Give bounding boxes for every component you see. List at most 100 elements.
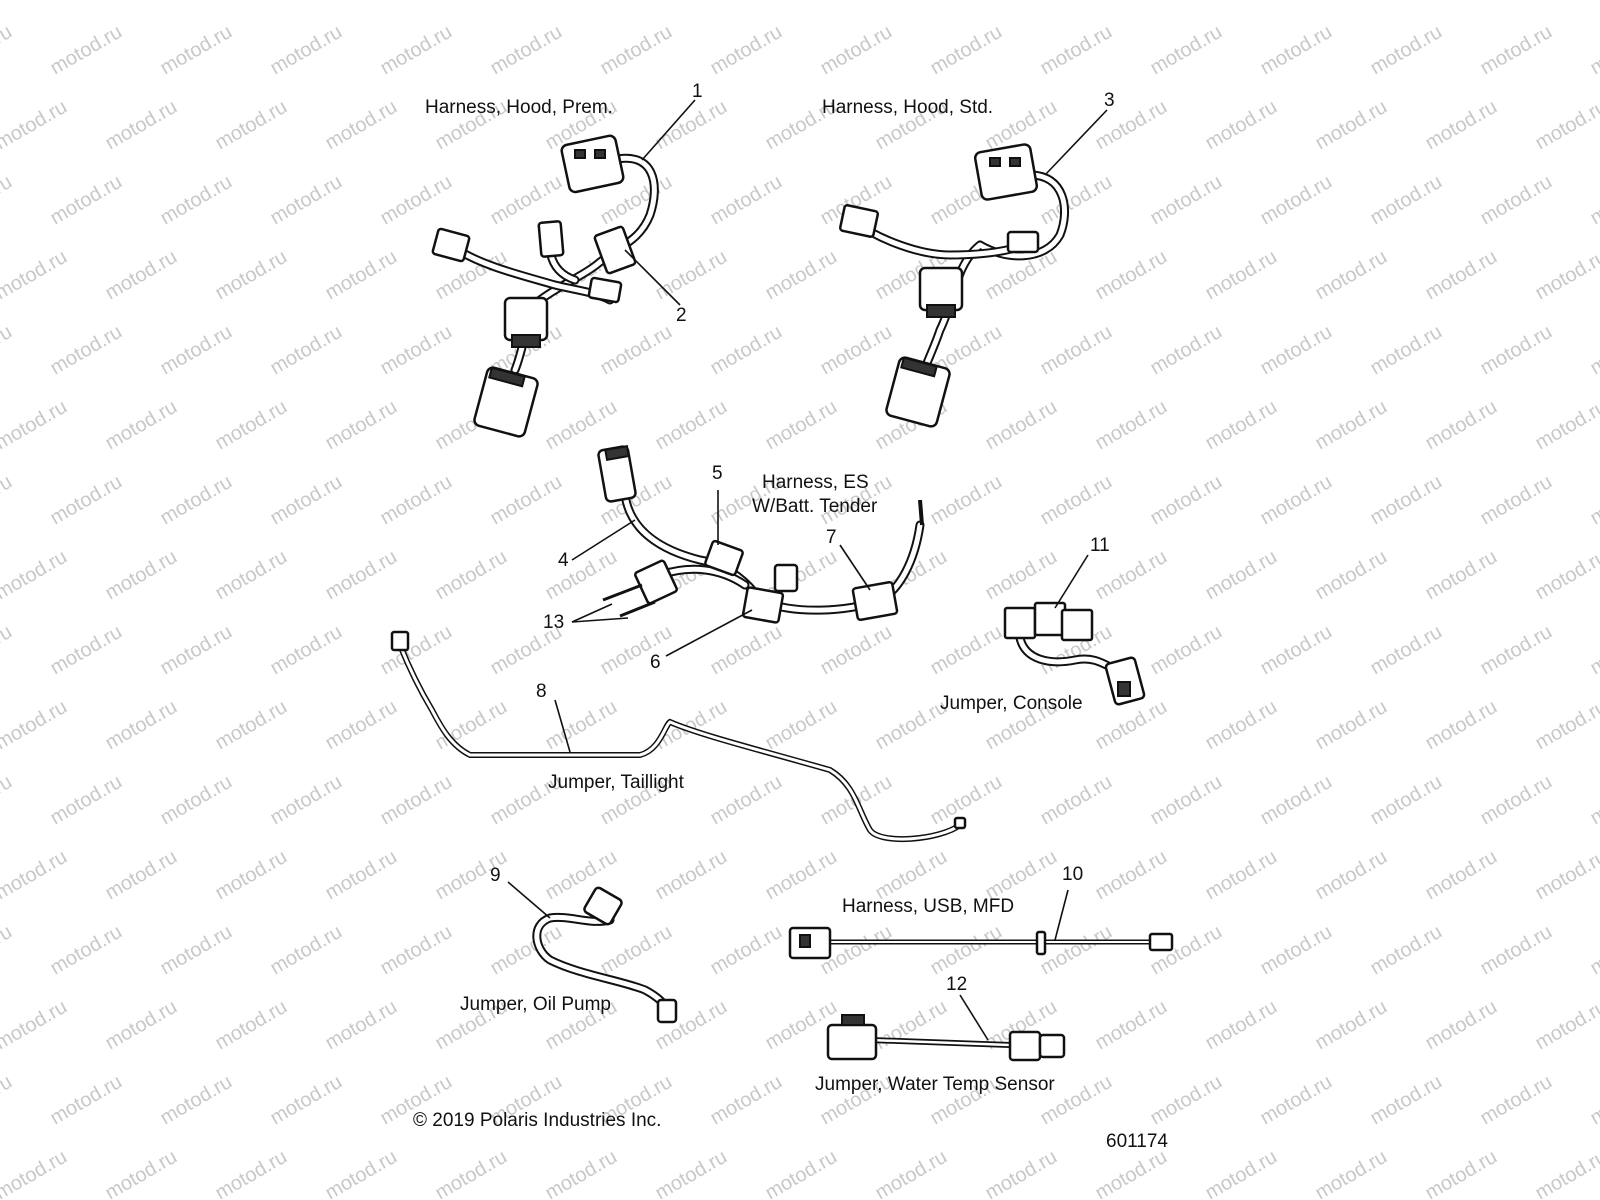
watermark-text: motod.ru xyxy=(157,171,236,230)
label-jumper-console: Jumper, Console xyxy=(940,693,1083,714)
label-harness-hood-prem: Harness, Hood, Prem. xyxy=(425,97,613,118)
watermark-text: motod.ru xyxy=(1587,621,1600,680)
watermark-text: motod.ru xyxy=(322,96,401,155)
watermark-text: motod.ru xyxy=(0,996,71,1055)
watermark-text: motod.ru xyxy=(1202,996,1281,1055)
watermark-text: motod.ru xyxy=(1147,471,1226,530)
watermark-text: motod.ru xyxy=(102,396,181,455)
watermark-text: motod.ru xyxy=(1422,546,1501,605)
watermark-text: motod.ru xyxy=(1037,21,1116,80)
callout-3: 3 xyxy=(1104,90,1115,111)
watermark-text: motod.ru xyxy=(1202,396,1281,455)
harness-es-batt-tender xyxy=(597,445,925,624)
watermark-text: motod.ru xyxy=(212,1146,291,1200)
watermark-text: motod.ru xyxy=(1092,696,1171,755)
watermark-text: motod.ru xyxy=(1532,96,1600,155)
watermark-text: motod.ru xyxy=(597,321,676,380)
watermark-text: motod.ru xyxy=(212,396,291,455)
watermark-text: motod.ru xyxy=(377,21,456,80)
copyright-text: © 2019 Polaris Industries Inc. xyxy=(413,1110,661,1131)
watermark-text: motod.ru xyxy=(597,921,676,980)
watermark-text: motod.ru xyxy=(1367,1071,1446,1130)
watermark-text: motod.ru xyxy=(542,1146,621,1200)
watermark-text: motod.ru xyxy=(0,846,71,905)
watermark-text: motod.ru xyxy=(1367,21,1446,80)
labels: Harness, Hood, Prem. Harness, Hood, Std.… xyxy=(425,97,1083,1095)
watermark-text: motod.ru xyxy=(1312,1146,1391,1200)
watermark-text: motod.ru xyxy=(212,0,291,4)
callout-12: 12 xyxy=(946,974,967,995)
watermark-text: motod.ru xyxy=(102,96,181,155)
watermark-text: motod.ru xyxy=(652,696,731,755)
watermark-text: motod.ru xyxy=(1422,996,1501,1055)
watermark-text: motod.ru xyxy=(47,621,126,680)
callout-4: 4 xyxy=(558,550,569,571)
watermark-text: motod.ru xyxy=(267,771,346,830)
watermark-text: motod.ru xyxy=(0,471,16,530)
watermark-text: motod.ru xyxy=(1367,321,1446,380)
watermark-text: motod.ru xyxy=(1312,396,1391,455)
callout-2: 2 xyxy=(676,305,687,326)
callout-5: 5 xyxy=(712,463,723,484)
watermark-text: motod.ru xyxy=(47,1071,126,1130)
watermark-text: motod.ru xyxy=(762,846,841,905)
watermark-text: motod.ru xyxy=(817,321,896,380)
watermark-text: motod.ru xyxy=(1532,996,1600,1055)
watermark-text: motod.ru xyxy=(102,996,181,1055)
watermark-text: motod.ru xyxy=(1422,96,1501,155)
watermark-text: motod.ru xyxy=(1587,171,1600,230)
label-jumper-oil-pump: Jumper, Oil Pump xyxy=(460,994,611,1015)
watermark-text: motod.ru xyxy=(212,96,291,155)
watermark-text: motod.ru xyxy=(212,696,291,755)
watermark-text: motod.ru xyxy=(707,21,786,80)
watermark-text: motod.ru xyxy=(1202,96,1281,155)
watermark-text: motod.ru xyxy=(1367,771,1446,830)
jumper-oil-pump xyxy=(532,886,678,1024)
watermark-text: motod.ru xyxy=(0,0,71,4)
watermark-text: motod.ru xyxy=(212,546,291,605)
watermark-text: motod.ru xyxy=(1477,921,1556,980)
label-jumper-water-temp-sensor: Jumper, Water Temp Sensor xyxy=(815,1074,1055,1095)
watermark-text: motod.ru xyxy=(762,396,841,455)
watermark-text: motod.ru xyxy=(1257,921,1336,980)
leader-lines xyxy=(507,99,1108,1041)
watermark-text: motod.ru xyxy=(377,921,456,980)
watermark-text: motod.ru xyxy=(322,696,401,755)
watermark-text: motod.ru xyxy=(652,396,731,455)
watermark-text: motod.ru xyxy=(157,471,236,530)
watermark-text: motod.ru xyxy=(1532,546,1600,605)
watermark-text: motod.ru xyxy=(1257,621,1336,680)
watermark-text: motod.ru xyxy=(102,1146,181,1200)
watermark-text: motod.ru xyxy=(872,996,951,1055)
watermark-text: motod.ru xyxy=(102,696,181,755)
watermark-text: motod.ru xyxy=(762,1146,841,1200)
watermark-text: motod.ru xyxy=(212,246,291,305)
callout-8: 8 xyxy=(536,681,547,702)
watermark-text: motod.ru xyxy=(1312,696,1391,755)
watermark-text: motod.ru xyxy=(1312,0,1391,4)
callout-11: 11 xyxy=(1090,535,1110,556)
watermark-text: motod.ru xyxy=(542,396,621,455)
watermark-text: motod.ru xyxy=(1532,0,1600,4)
watermark-text: motod.ru xyxy=(0,21,16,80)
callout-1: 1 xyxy=(692,81,703,102)
watermark-text: motod.ru xyxy=(982,546,1061,605)
watermark-text: motod.ru xyxy=(212,996,291,1055)
harness-hood-std xyxy=(838,143,1070,428)
watermark-text: motod.ru xyxy=(47,321,126,380)
watermark-text: motod.ru xyxy=(157,321,236,380)
watermark-text: motod.ru xyxy=(322,0,401,4)
watermark-text: motod.ru xyxy=(1587,921,1600,980)
watermark-text: motod.ru xyxy=(1367,171,1446,230)
watermark-text: motod.ru xyxy=(707,1071,786,1130)
watermark-text: motod.ru xyxy=(1587,1071,1600,1130)
jumper-taillight xyxy=(390,630,967,842)
harness-usb-mfd xyxy=(788,926,1174,960)
watermark-text: motod.ru xyxy=(707,321,786,380)
watermark-text: motod.ru xyxy=(872,696,951,755)
watermark-text: motod.ru xyxy=(1532,696,1600,755)
watermark-text: motod.ru xyxy=(322,1146,401,1200)
watermark-text: motod.ru xyxy=(707,171,786,230)
watermark-text: motod.ru xyxy=(47,21,126,80)
